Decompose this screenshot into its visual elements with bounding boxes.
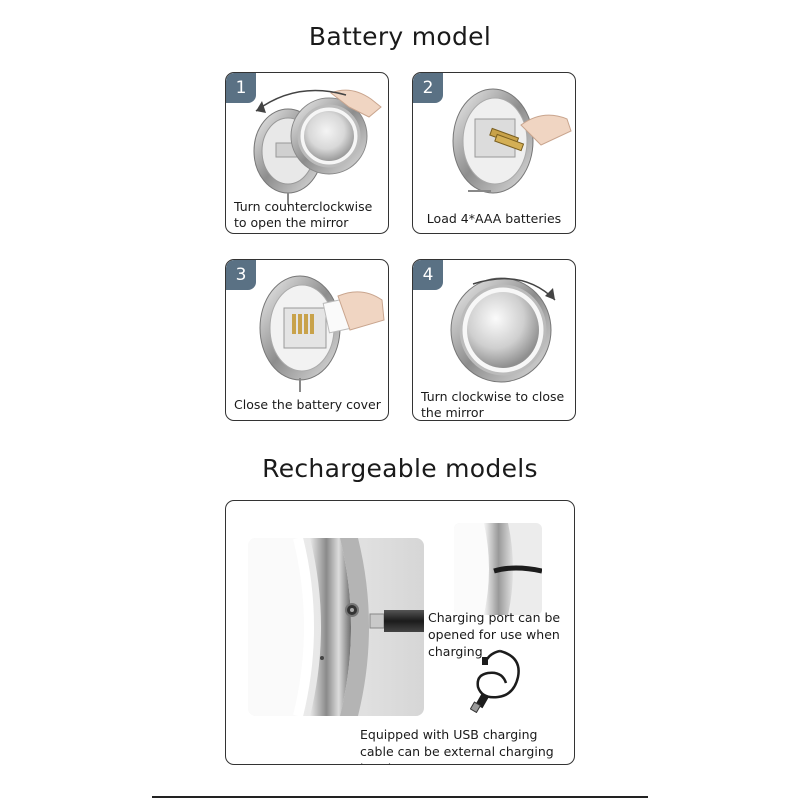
step-number-badge: 3 — [226, 260, 256, 290]
step-number-badge: 2 — [413, 73, 443, 103]
step-4-photo — [450, 277, 556, 383]
usb-cable-caption: Equipped with USB charging cable can be … — [360, 727, 554, 764]
rechargeable-models-heading: Rechargeable models — [262, 454, 538, 483]
battery-model-heading: Battery model — [308, 22, 492, 51]
step-caption: Load 4*AAA batteries — [426, 211, 562, 226]
step-caption: Turn clockwise to close the mirror — [421, 389, 565, 420]
step-card-3: 3 Close the battery cover — [225, 259, 389, 421]
step-3-photo — [259, 275, 385, 392]
mirror-side-photo — [454, 523, 542, 615]
step-caption: Close the battery cover — [234, 397, 381, 412]
step-card-1: 1 Turn counterclockwise to open the mirr… — [225, 72, 389, 234]
step-number-badge: 4 — [413, 260, 443, 290]
step-card-2: 2 Load 4*AAA batteries — [412, 72, 576, 234]
step-1-photo — [253, 89, 382, 205]
step-card-4: 4 Turn clockwise to close the mirror — [412, 259, 576, 421]
step-2-photo — [452, 88, 572, 194]
usb-cable-icon — [470, 649, 520, 713]
charging-port-closeup-photo — [248, 538, 424, 716]
rechargeable-card: Charging port can be opened for use when… — [225, 500, 575, 765]
step-caption: Turn counterclockwise to open the mirror — [234, 199, 373, 230]
bottom-divider — [152, 796, 648, 798]
step-number-badge: 1 — [226, 73, 256, 103]
charging-port-caption: Charging port can be opened for use when… — [428, 610, 561, 659]
